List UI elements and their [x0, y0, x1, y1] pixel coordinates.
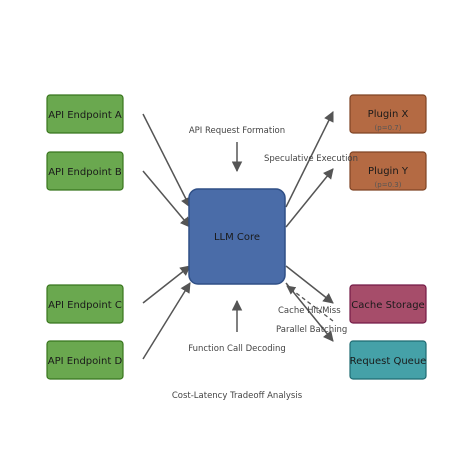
- node-request-queue: Request Queue: [349, 340, 427, 380]
- node-api-endpoint-a-box: [46, 94, 124, 134]
- node-llm-core-box: [188, 188, 286, 285]
- node-cache-storage-label: Cache Storage: [351, 300, 424, 311]
- node-api-endpoint-c-label: API Endpoint C: [48, 300, 122, 311]
- node-request-queue-label: Request Queue: [350, 356, 427, 367]
- arrow-core-to-plugin-y: [285, 168, 334, 228]
- node-api-endpoint-a-label: API Endpoint A: [48, 110, 122, 121]
- node-api-endpoint-b: API Endpoint B: [46, 151, 124, 191]
- label-cache-hit-miss: Cache Hit/Miss: [278, 306, 341, 316]
- node-api-endpoint-d-box: [46, 340, 124, 380]
- node-plugin-y: Plugin Y (p=0.3): [349, 151, 427, 191]
- arrow-core-to-cache: [285, 265, 334, 304]
- node-api-endpoint-d: API Endpoint D: [46, 340, 124, 380]
- node-cache-storage-box: [349, 284, 427, 324]
- label-parallel-batching: Parallel Batching: [276, 325, 347, 335]
- diagram-caption: Cost-Latency Tradeoff Analysis: [172, 391, 303, 401]
- node-plugin-x-box: [349, 94, 427, 134]
- node-request-queue-box: [349, 340, 427, 380]
- node-plugin-x: Plugin X (p=0.7): [349, 94, 427, 134]
- node-llm-core-label: LLM Core: [214, 232, 260, 243]
- arrow-api-d-to-core: [142, 282, 191, 360]
- node-api-endpoint-a: API Endpoint A: [46, 94, 124, 134]
- arrow-api-b-to-core: [142, 170, 191, 228]
- arrow-api-c-to-core: [142, 265, 191, 304]
- node-plugin-y-probability: (p=0.3): [375, 181, 402, 189]
- node-api-endpoint-c: API Endpoint C: [46, 284, 124, 324]
- arrow-core-to-plugin-x: [285, 111, 334, 208]
- node-api-endpoint-b-box: [46, 151, 124, 191]
- arrow-api-a-to-core: [142, 113, 191, 208]
- node-plugin-x-label: Plugin X: [368, 109, 409, 120]
- label-speculative-execution: Speculative Execution: [264, 154, 358, 164]
- node-api-endpoint-b-label: API Endpoint B: [48, 167, 122, 178]
- node-plugin-y-label: Plugin Y: [368, 166, 409, 177]
- label-api-request-formation: API Request Formation: [189, 126, 285, 136]
- node-api-endpoint-c-box: [46, 284, 124, 324]
- node-plugin-y-box: [349, 151, 427, 191]
- node-plugin-x-probability: (p=0.7): [375, 124, 402, 132]
- node-cache-storage: Cache Storage: [349, 284, 427, 324]
- arrow-cache-to-core: [286, 285, 334, 322]
- node-api-endpoint-d-label: API Endpoint D: [48, 356, 123, 367]
- node-llm-core: LLM Core: [188, 188, 286, 285]
- label-function-call-decoding: Function Call Decoding: [188, 344, 286, 354]
